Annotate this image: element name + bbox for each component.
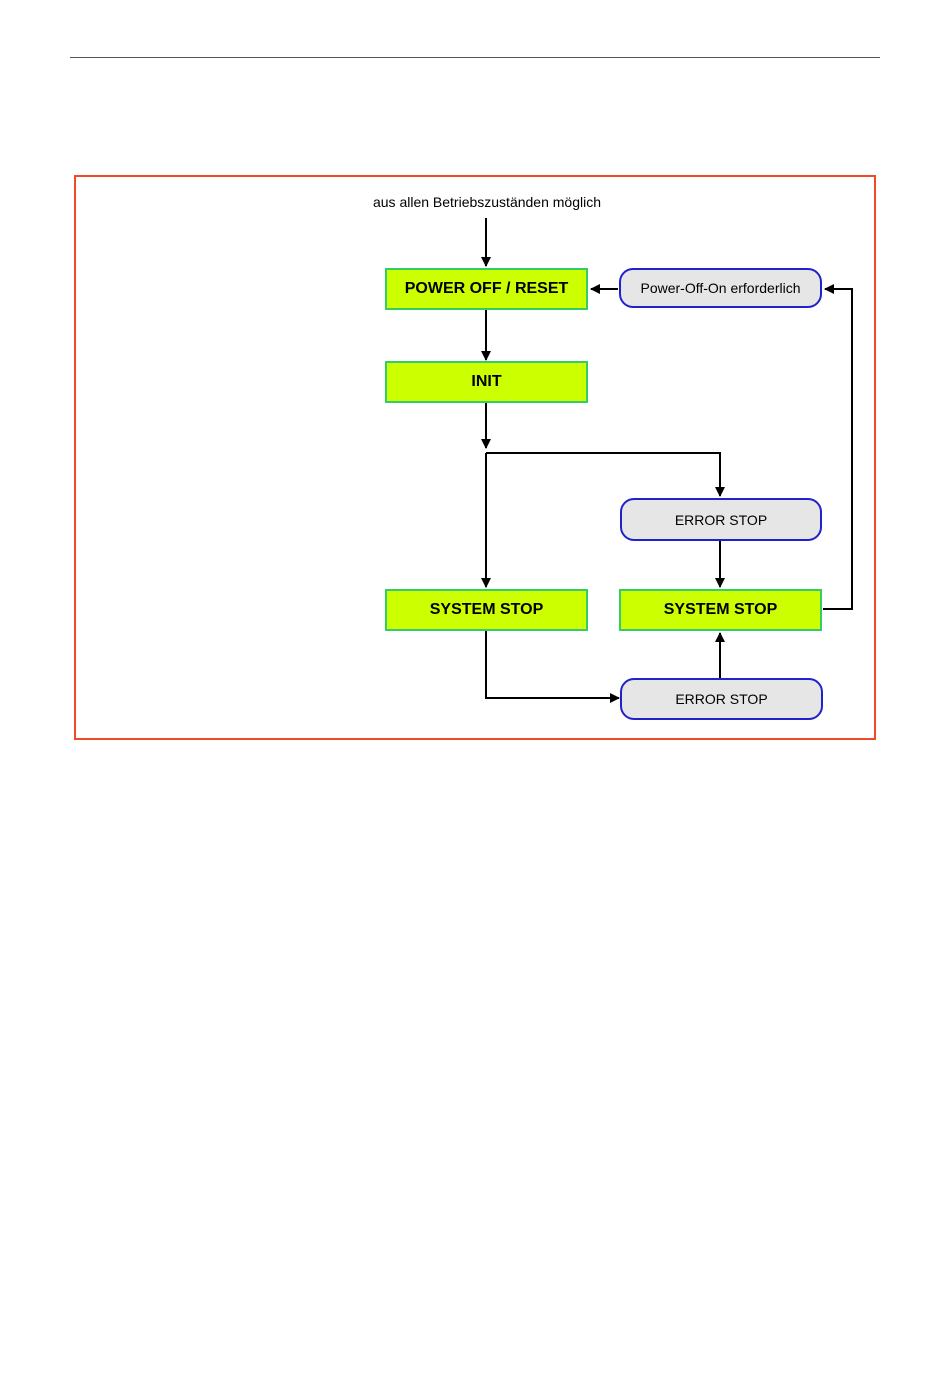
state-system-stop-right: SYSTEM STOP — [619, 589, 822, 631]
event-error-stop-upper: ERROR STOP — [620, 498, 822, 541]
arrow-branch-to-error-stop-upper — [486, 453, 720, 496]
state-power-off-reset: POWER OFF / RESET — [385, 268, 588, 310]
event-power-off-on: Power-Off-On erforderlich — [619, 268, 822, 308]
event-error-stop-lower: ERROR STOP — [620, 678, 823, 720]
arrow-system-stop-right-to-power-off-on — [823, 289, 852, 609]
entry-label: aus allen Betriebszuständen möglich — [300, 194, 674, 210]
arrow-system-stop-left-to-error-stop-lower — [486, 631, 619, 698]
state-system-stop-left: SYSTEM STOP — [385, 589, 588, 631]
state-init: INIT — [385, 361, 588, 403]
